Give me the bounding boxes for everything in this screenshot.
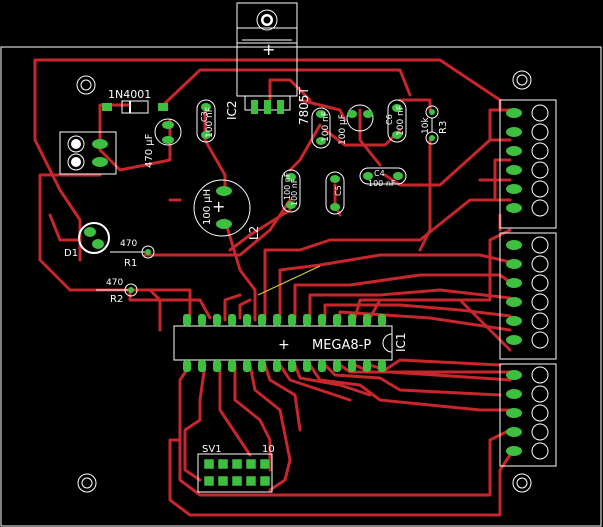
header-sv1-pin-label: 10: [262, 444, 275, 455]
cap-c4-label: C4: [374, 169, 385, 178]
cap-c5b-label: C5: [334, 185, 343, 196]
svg-text:+: +: [212, 197, 225, 216]
cap-470uf: [154, 118, 182, 146]
cap-c5: [281, 169, 301, 213]
mounting-hole-top-right: [512, 70, 532, 90]
air-wire: [257, 265, 321, 296]
diode-label: 1N4001: [108, 88, 151, 101]
mcu-label: MEGA8-P: [312, 338, 371, 353]
cap-c-right: [387, 99, 407, 143]
terminal-block-2: [499, 232, 557, 360]
reg-7805-label: 7805T: [297, 86, 311, 125]
ic2-label: IC2: [225, 100, 239, 120]
cap-small-value: 100 nF: [283, 172, 292, 200]
mounting-holes: [76, 70, 532, 493]
mounting-hole-top-left: [76, 75, 96, 95]
resistor-r1-label: R1: [124, 258, 137, 269]
cap-c4-value: 100 nF: [368, 179, 396, 188]
cap-c3: [196, 99, 216, 143]
cap-c4: [359, 167, 407, 185]
terminal-block-3: [499, 363, 557, 467]
led-d1: [78, 222, 110, 254]
cap-100uf: [346, 104, 374, 132]
cap-c6: [311, 107, 331, 149]
resistor-r1: [110, 245, 155, 259]
resistor-r1-value: 470: [120, 239, 137, 249]
power-connector: [59, 131, 117, 175]
ic1-label: IC1: [394, 332, 408, 352]
voltage-regulator-7805: +: [236, 2, 298, 114]
resistor-r2-value: 470: [106, 278, 123, 288]
cap-c-right-label: 100 nF: [396, 105, 406, 136]
mounting-hole-bottom-right: [512, 473, 532, 493]
mounting-hole-bottom-left: [77, 473, 97, 493]
resistor-r2-label: R2: [110, 294, 123, 305]
inductor-l2: +: [193, 179, 251, 237]
c6-ref: C6: [385, 114, 394, 125]
led-d1-label: D1: [64, 248, 78, 259]
resistor-r3-value: 10k: [421, 117, 431, 134]
cap-c6-label: 100 nF: [321, 111, 331, 142]
diode-1n4001: [102, 100, 168, 114]
cap-c5-label: 100 nF: [290, 178, 299, 206]
cap-100uf-label: 100 µF: [338, 114, 348, 145]
inductor-label: L2: [247, 226, 261, 240]
resistor-r3-label: R3: [438, 121, 449, 134]
resistor-r3: [425, 105, 439, 145]
resistor-r2: [96, 283, 138, 297]
cap-c3-label: 100 nF: [205, 107, 215, 138]
terminal-block-1: [499, 99, 557, 229]
inductor-value: 100 µH: [202, 189, 213, 225]
header-sv1: [197, 453, 273, 493]
mcu-atmega8: +: [173, 314, 393, 372]
header-sv1-label: SV1: [202, 444, 222, 455]
board-outline: [0, 46, 602, 527]
c3-ref: C3: [200, 111, 209, 122]
cap-470uf-label: 470 µF: [144, 133, 155, 168]
svg-text:+: +: [278, 337, 290, 353]
svg-text:+: +: [262, 40, 275, 59]
cap-c5b: [325, 171, 345, 215]
